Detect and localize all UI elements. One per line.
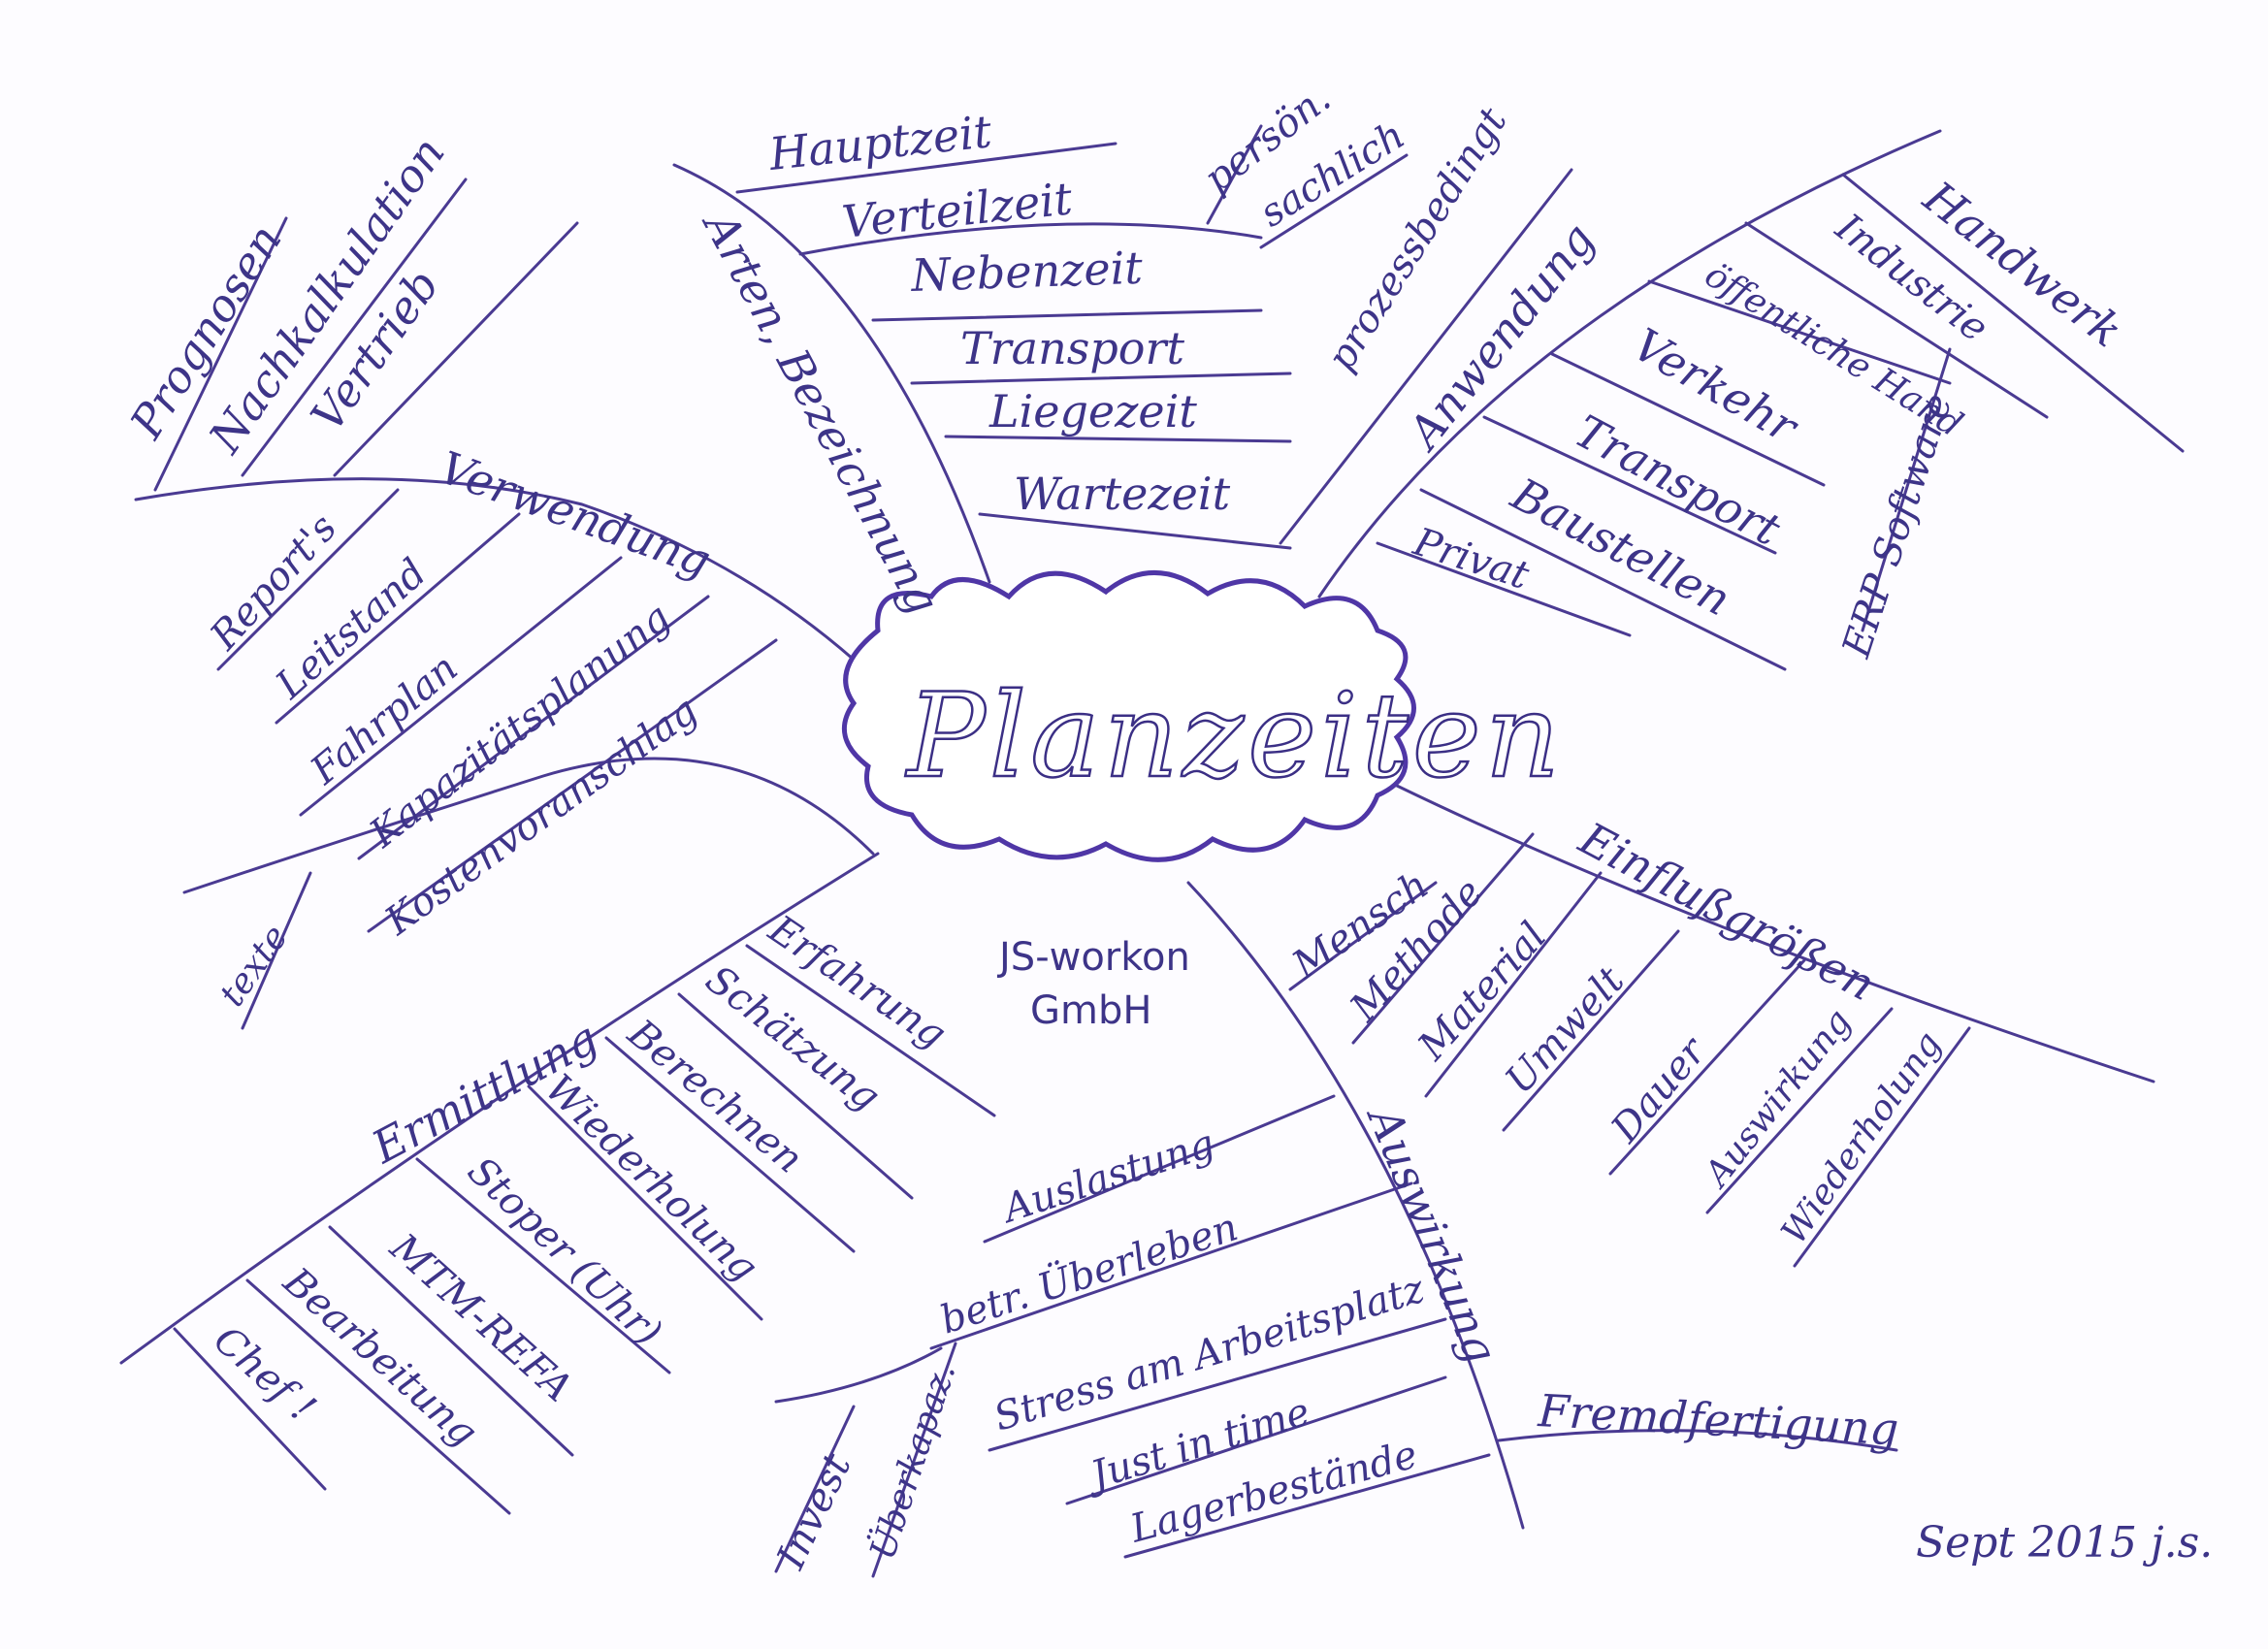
- sub-lager-line: [1123, 1453, 1491, 1559]
- sub-verkehr-line: [1550, 352, 1826, 487]
- label-texte: texte: [212, 918, 296, 1014]
- sub-jit-line: [1065, 1375, 1447, 1505]
- sub-stopper-line: [415, 1157, 671, 1374]
- sub-kosten-line: [367, 638, 778, 933]
- sub-reports-line: [216, 488, 400, 671]
- sub-schaetzung-line: [677, 992, 914, 1200]
- sub-ueberkapaz-line: [871, 1342, 957, 1578]
- sub-verteilzeit-line: [798, 222, 1263, 256]
- sub-nachkalkulation-line: [241, 178, 468, 477]
- central-node: Planzeiten: [841, 570, 1564, 862]
- sub-baustellen-line: [1419, 488, 1787, 671]
- sub-sachlich-line: [1259, 153, 1409, 249]
- sub-chef-line: [173, 1327, 327, 1491]
- sub-handwerk-line: [1841, 173, 2185, 453]
- company-name-line2: GmbH: [1030, 988, 1151, 1033]
- sub-invest-line: [774, 1405, 856, 1573]
- sub-auswirkung-right-line: [1705, 1007, 1894, 1214]
- sub-fahrplan-line: [299, 556, 623, 817]
- sub-fremd-line: [1497, 1429, 1898, 1452]
- branch-lower-left-line: [182, 757, 875, 894]
- label-liegezeit: Liegezeit: [988, 385, 1197, 437]
- sub-wiederholung-left-line: [527, 1084, 763, 1321]
- label-auslastung: Auslastung: [994, 1121, 1220, 1233]
- sub-oeffentlich-line: [1647, 279, 1952, 385]
- label-wartezeit: Wartezeit: [1014, 468, 1231, 520]
- label-betr-ueberleben: betr. Überleben: [935, 1204, 1244, 1342]
- sub-methode-line: [1351, 832, 1535, 1045]
- branch-verwendung-line: [134, 477, 856, 662]
- label-fremdfertigung: Fremdfertigung: [1536, 1384, 1899, 1455]
- label-verwendung: Verwendung: [433, 441, 717, 588]
- signature: Sept 2015 j.s.: [1916, 1518, 2213, 1568]
- branch-arten-line: [672, 163, 991, 584]
- sub-privat-line: [1376, 541, 1632, 637]
- label-invest: Invest: [768, 1446, 860, 1576]
- label-dauer: Dauer: [1603, 1027, 1717, 1151]
- sub-mtm-line: [328, 1225, 574, 1457]
- central-title: Planzeiten: [905, 669, 1564, 804]
- sub-betr-line: [929, 1181, 1413, 1350]
- sub-stress-line: [988, 1317, 1447, 1452]
- branch-auswirkung-line: [1186, 881, 1525, 1530]
- branch-ermittlung-line: [119, 852, 880, 1365]
- label-nebenzeit: Nebenzeit: [909, 242, 1144, 302]
- sub-erp-line: [1861, 347, 1952, 632]
- label-transport-top: Transport: [960, 322, 1184, 374]
- sub-persoen-line: [1206, 124, 1263, 225]
- branch-einfluss-line: [1395, 784, 2155, 1083]
- branch-anwendung-line: [1317, 129, 1942, 598]
- sub-wiederholung-right-line: [1793, 1026, 1971, 1268]
- sub-wartezeit-line: [978, 512, 1292, 550]
- sub-leitstand-line: [275, 512, 521, 725]
- cloud-shape: [841, 570, 1416, 862]
- branch-lines: [119, 124, 2185, 1578]
- company-name-line1: JS-workon: [996, 935, 1190, 980]
- sub-berechnen-line: [604, 1036, 856, 1253]
- sub-texte-line: [241, 871, 312, 1030]
- sub-prozessbedingt-line: [1279, 168, 1573, 545]
- sub-umwelt-line: [1502, 929, 1680, 1132]
- sub-industrie-line: [1744, 221, 2049, 419]
- label-erp-software: ERP Software: [1833, 388, 1960, 663]
- sub-erfahrung-line: [745, 944, 996, 1117]
- sub-transport-top-line: [910, 372, 1292, 385]
- sub-prognosen-line: [153, 216, 288, 492]
- sub-mensch-line: [1288, 881, 1438, 991]
- sub-hauptzeit-line: [735, 142, 1118, 194]
- sub-nebenzeit-line: [871, 308, 1263, 322]
- label-auswirkung: Auswirkung: [1356, 1096, 1507, 1371]
- branch-invest-line: [774, 1346, 943, 1404]
- sub-transport-right-line: [1482, 415, 1777, 555]
- sub-vertrieb-line: [333, 221, 579, 477]
- sub-bearbeitung-line: [245, 1278, 511, 1515]
- label-ueberkapaz: Überkapaz.: [862, 1358, 964, 1565]
- label-privat: Privat: [1408, 519, 1535, 598]
- sub-dauer-line: [1608, 958, 1806, 1176]
- label-hauptzeit: Hauptzeit: [766, 105, 995, 180]
- sub-liegezeit-line: [944, 435, 1292, 443]
- sub-material-line: [1424, 871, 1603, 1098]
- sub-auslastung-line: [983, 1094, 1336, 1244]
- label-verteilzeit: Verteilzeit: [840, 172, 1076, 248]
